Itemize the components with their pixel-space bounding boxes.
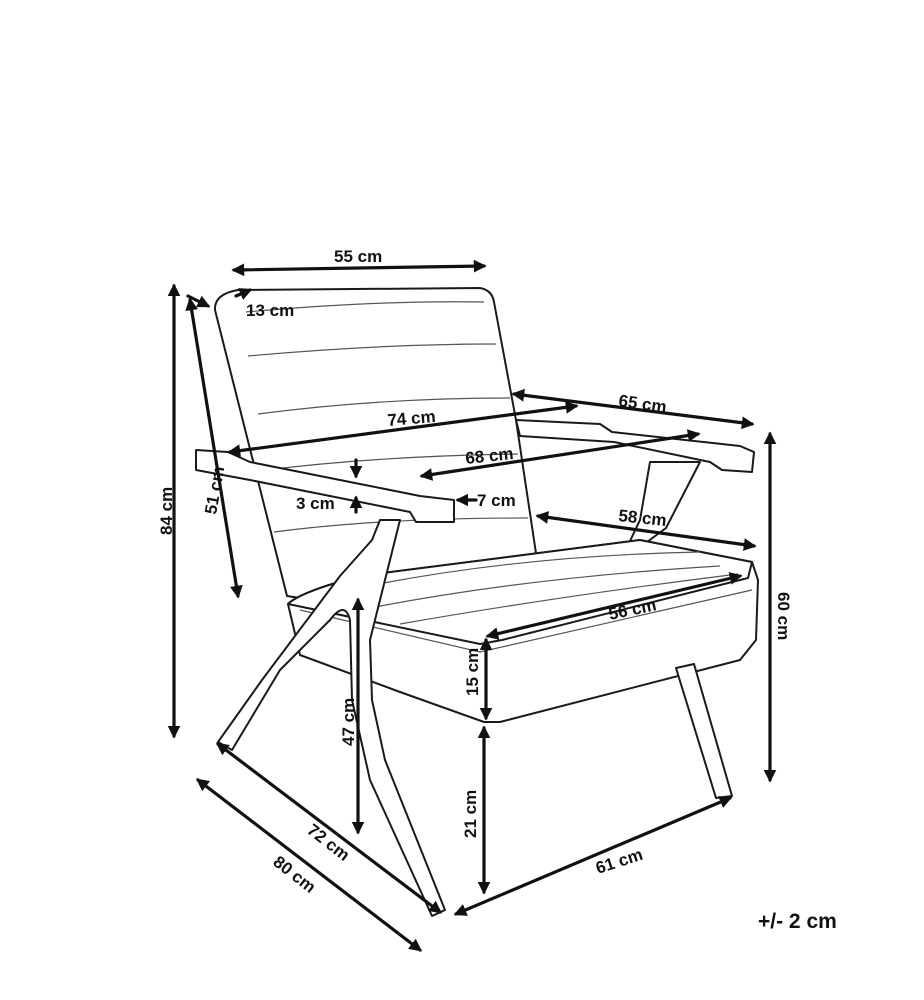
arrow-base-width (453, 796, 733, 916)
right-armrest (515, 419, 755, 473)
dimension-lines (167, 259, 777, 952)
label-seat-width: 58 cm (618, 506, 668, 530)
label-armrest-height: 3 cm (296, 494, 335, 513)
label-backrest-depth: 13 cm (246, 301, 294, 320)
arrow-seat-depth (485, 572, 743, 640)
arrow-backrest-depth (234, 288, 253, 300)
label-arm-height: 60 cm (774, 592, 793, 640)
arrow-backrest-height (185, 297, 243, 599)
tolerance-note: +/- 2 cm (758, 910, 837, 933)
label-base-width: 61 cm (593, 845, 645, 878)
label-total-width-arms: 68 cm (464, 444, 514, 468)
right-front-leg (675, 663, 733, 799)
label-width-between-arms: 74 cm (387, 407, 437, 430)
label-armrest-width: 7 cm (477, 491, 516, 510)
label-backrest-width: 55 cm (334, 247, 382, 266)
left-armrest (195, 449, 455, 523)
label-total-height: 84 cm (157, 487, 176, 535)
label-clearance-height: 21 cm (461, 790, 480, 838)
arrow-seat-width (535, 511, 757, 551)
label-total-depth: 80 cm (270, 852, 320, 897)
label-seat-height: 47 cm (339, 698, 358, 746)
arrow-backrest-width (231, 259, 487, 277)
arrow-total-depth (195, 778, 423, 952)
label-cushion-thickness: 15 cm (463, 648, 482, 696)
arrow-armrest-length (511, 388, 755, 430)
label-armrest-length: 65 cm (617, 391, 667, 417)
arrow-total-width-arms (419, 429, 701, 481)
